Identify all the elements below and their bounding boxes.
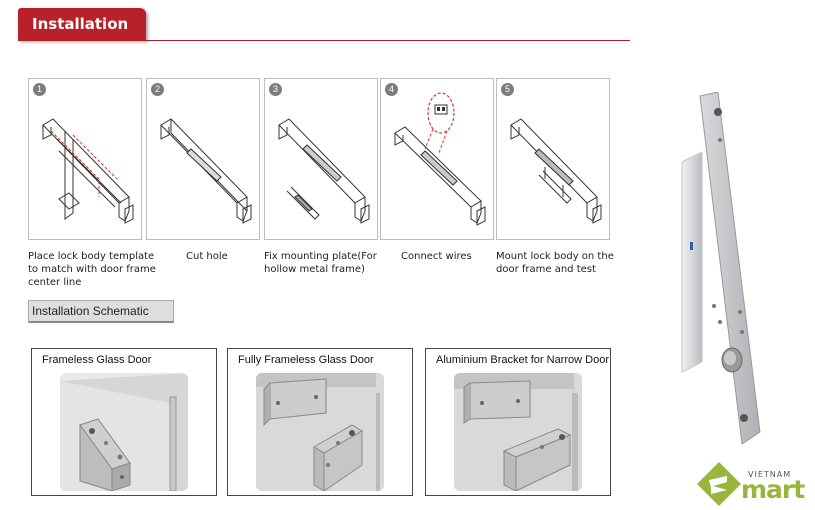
connect-wires-illustration bbox=[394, 92, 486, 226]
aluminium-bracket-panel: Aluminium Bracket for Narrow Door bbox=[425, 348, 611, 496]
step-3-panel: 3 bbox=[264, 78, 378, 240]
brand-top-text: VIETNAM bbox=[748, 470, 792, 479]
step-2-panel: 2 bbox=[146, 78, 260, 240]
step-2-caption: Cut hole bbox=[186, 251, 228, 262]
step-1-panel: 1 bbox=[28, 78, 142, 240]
panel-title: Frameless Glass Door bbox=[42, 354, 152, 366]
frameless-glass-door-panel: Frameless Glass Door bbox=[31, 348, 217, 496]
step-number: 4 bbox=[385, 83, 398, 96]
step-number: 2 bbox=[151, 83, 164, 96]
frame-template-illustration bbox=[42, 118, 134, 224]
step-number: 1 bbox=[33, 83, 46, 96]
drop-bolt-lock-photo bbox=[681, 92, 761, 445]
mounting-plate-illustration bbox=[278, 118, 370, 224]
step-3-caption: Fix mounting plate(For hollow metal fram… bbox=[264, 251, 377, 275]
step-4-caption: Connect wires bbox=[401, 251, 472, 262]
fully-frameless-door-illustration bbox=[256, 373, 384, 491]
cut-hole-illustration bbox=[160, 118, 252, 224]
aluminium-bracket-illustration bbox=[454, 373, 582, 491]
step-5-panel: 5 bbox=[496, 78, 610, 240]
fully-frameless-glass-door-panel: Fully Frameless Glass Door bbox=[227, 348, 413, 496]
mount-lock-illustration bbox=[510, 118, 602, 224]
header-rule bbox=[18, 40, 630, 41]
step-number: 5 bbox=[501, 83, 514, 96]
step-5-caption: Mount lock body on the door frame and te… bbox=[496, 251, 614, 275]
schematic-heading: Installation Schematic bbox=[28, 300, 174, 323]
panel-title: Aluminium Bracket for Narrow Door bbox=[436, 354, 609, 366]
step-number: 3 bbox=[269, 83, 282, 96]
step-1-caption: Place lock body template to match with d… bbox=[28, 251, 156, 288]
section-title: Installation bbox=[32, 15, 129, 33]
frameless-door-illustration bbox=[60, 373, 188, 491]
vietnam-smart-logo bbox=[697, 462, 741, 506]
brand-name: mart bbox=[741, 475, 805, 504]
section-header: Installation bbox=[18, 8, 146, 40]
schematic-heading-label: Installation Schematic bbox=[32, 304, 149, 318]
panel-title: Fully Frameless Glass Door bbox=[238, 354, 374, 366]
step-4-panel: 4 bbox=[380, 78, 494, 240]
